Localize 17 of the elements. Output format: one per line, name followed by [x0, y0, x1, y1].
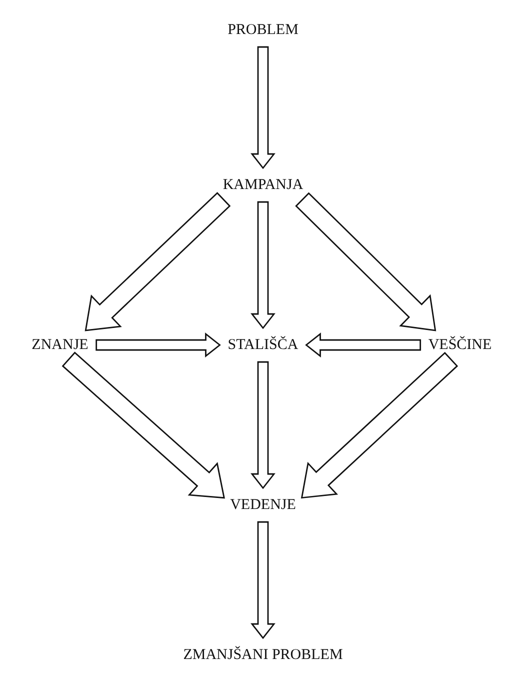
block-arrow	[250, 46, 276, 170]
node-label: STALIŠČA	[228, 336, 298, 354]
block-arrow	[84, 192, 231, 332]
node-label: ZNANJE	[32, 336, 88, 354]
block-arrow	[250, 361, 276, 490]
block-arrow	[96, 332, 221, 358]
block-arrow	[305, 332, 422, 358]
node-label: VEDENJE	[230, 496, 296, 514]
node-label: KAMPANJA	[222, 176, 304, 194]
block-arrow	[250, 201, 276, 330]
node-label: VEŠČINE	[428, 336, 492, 354]
block-arrow	[250, 521, 276, 640]
block-arrow	[62, 352, 225, 499]
node-label: PROBLEM	[228, 21, 298, 39]
block-arrow	[295, 192, 436, 332]
block-arrow	[300, 352, 458, 499]
node-label: ZMANJŠANI PROBLEM	[183, 646, 343, 664]
